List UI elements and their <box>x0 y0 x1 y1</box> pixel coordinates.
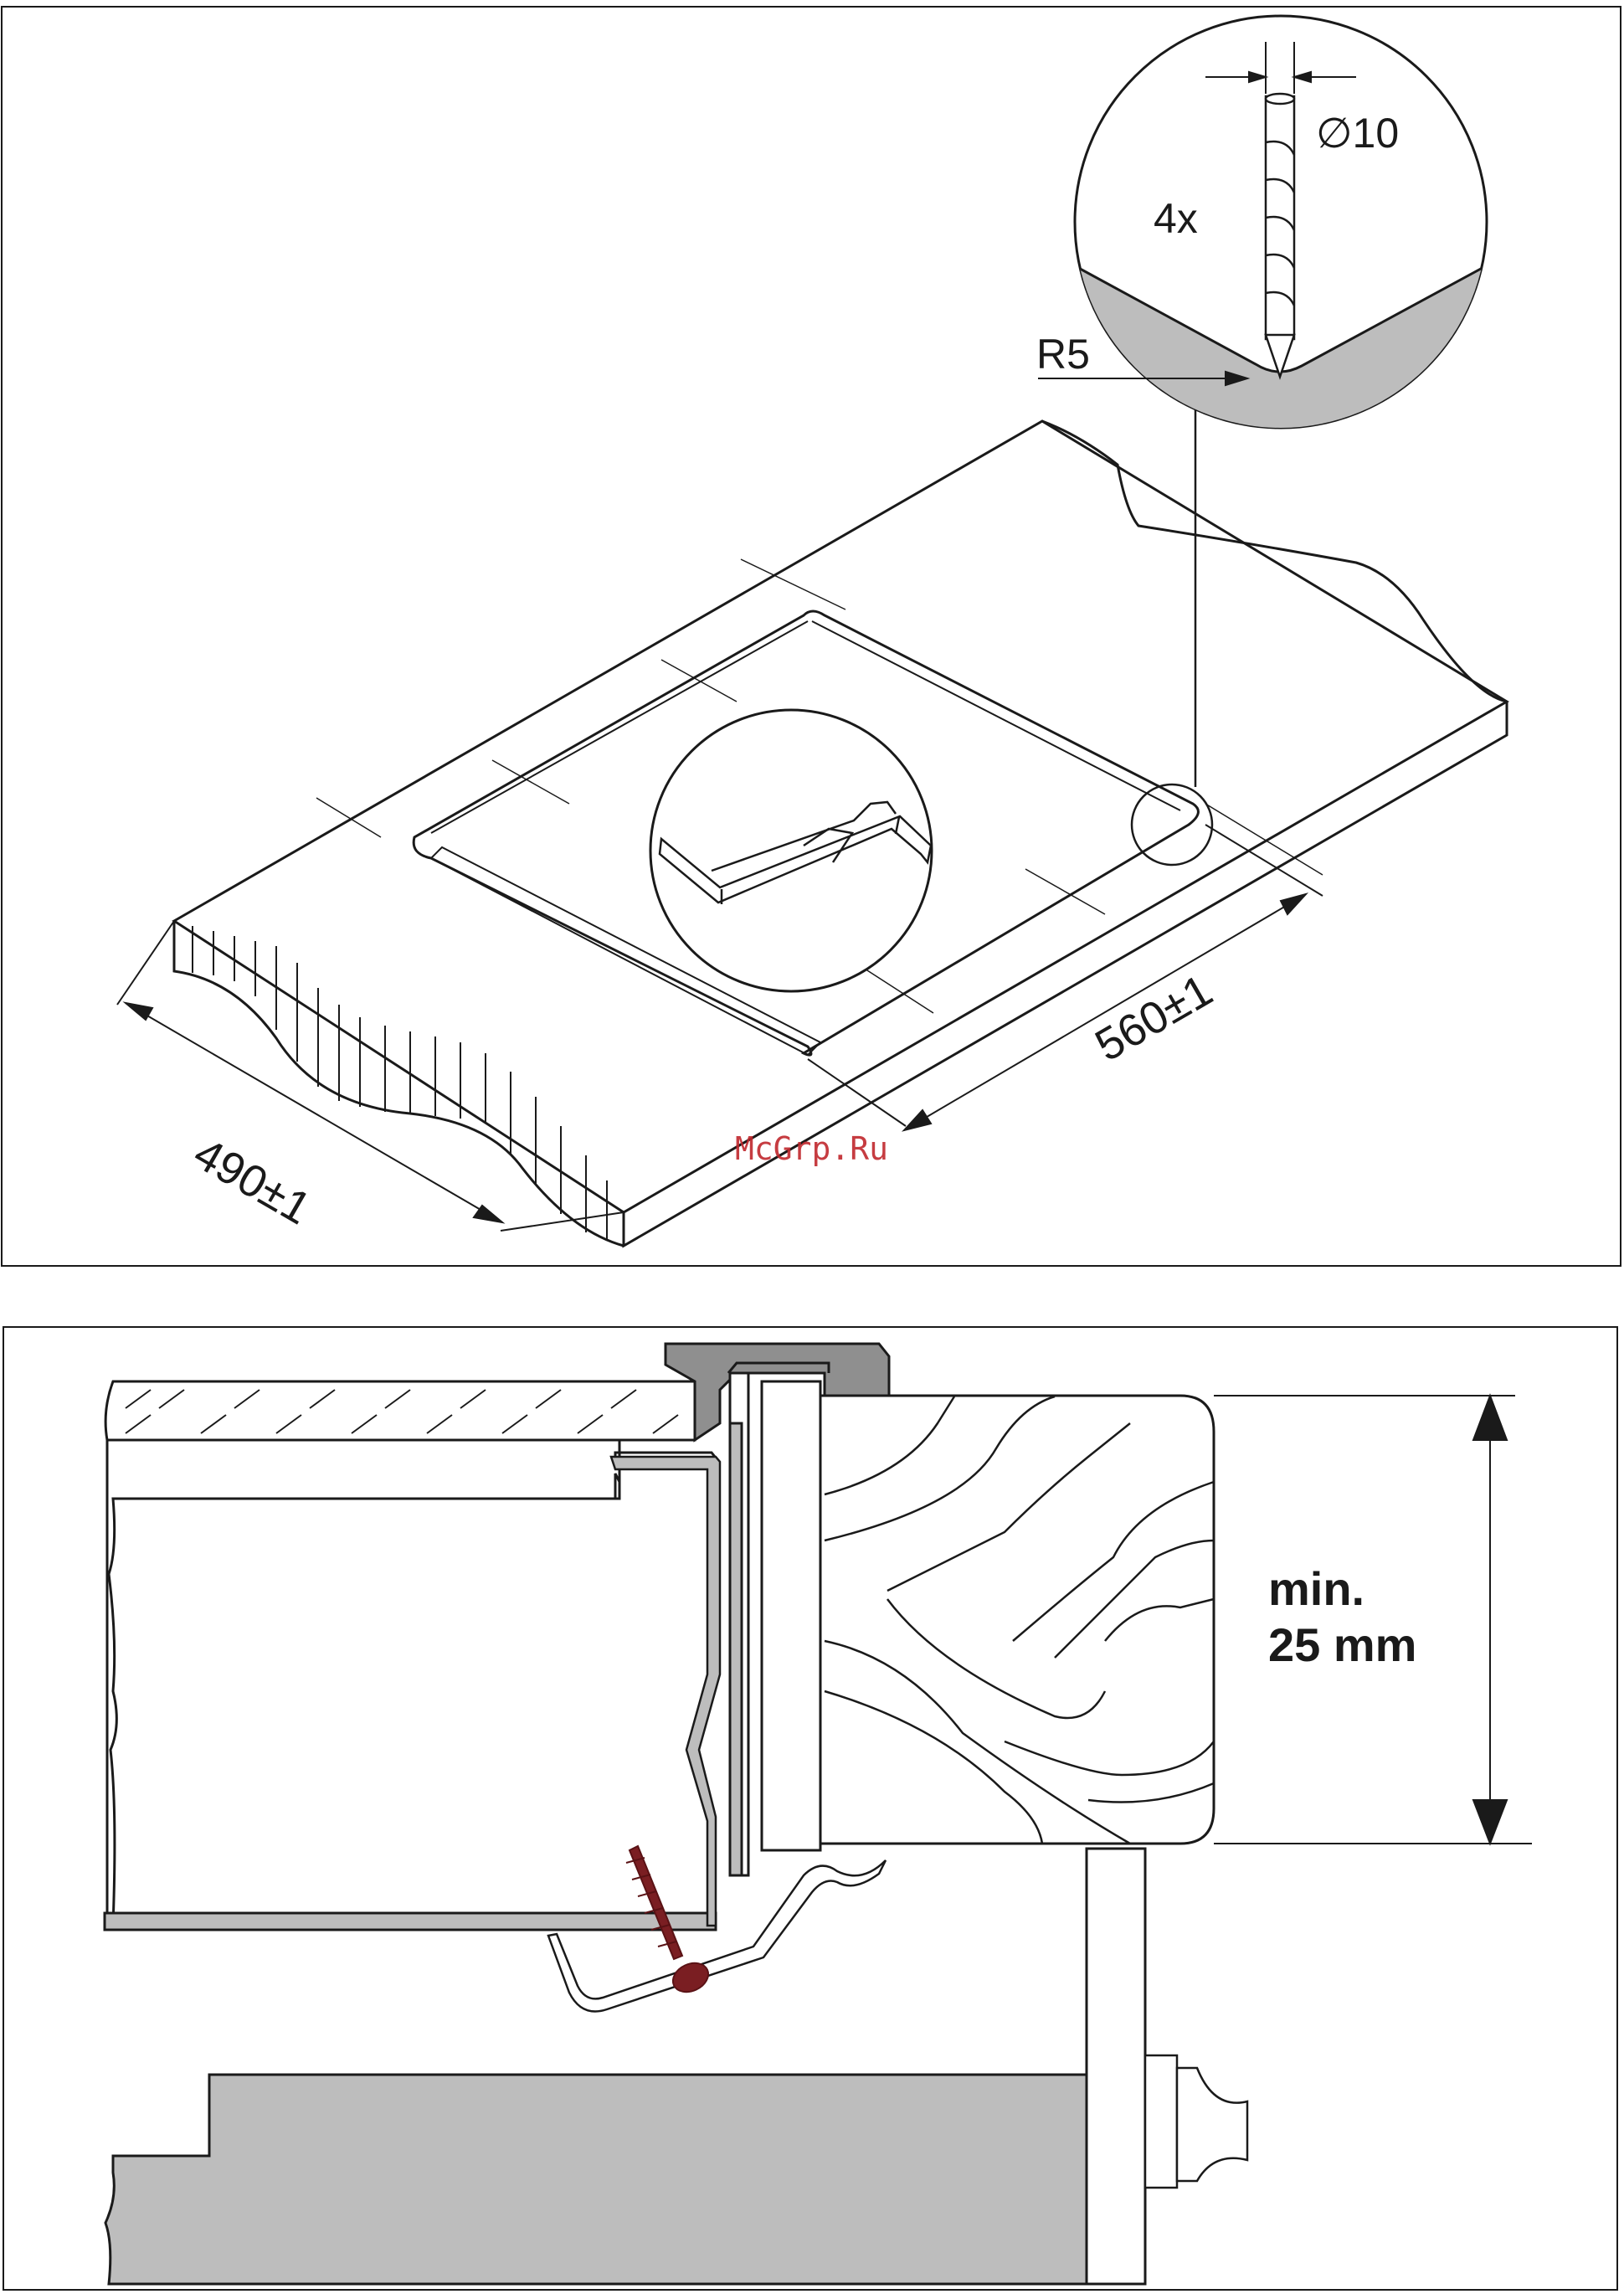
wood-block <box>820 1396 1214 1844</box>
drill-bit-icon <box>1266 94 1294 377</box>
glass-top <box>105 1381 695 1440</box>
min-label: min. <box>1268 1561 1416 1617</box>
radius-label: R5 <box>1036 333 1090 375</box>
drill-detail <box>1038 16 1490 435</box>
mounting-section-diagram: min. 25 mm <box>0 1314 1624 2294</box>
countertop-drawing <box>0 0 1624 1273</box>
countertop-cutout-diagram: 490±1 560±1 R5 4x ∅10 McGrp.Ru <box>0 0 1624 1273</box>
hob-liner <box>611 1457 720 1926</box>
drill-diameter-label: ∅10 <box>1316 112 1399 154</box>
section-drawing <box>0 1314 1624 2294</box>
side-panel <box>730 1373 820 1875</box>
count-label: 4x <box>1154 198 1198 239</box>
mounting-bracket <box>548 1860 886 2012</box>
knob-icon <box>1145 2055 1247 2188</box>
clip-detail <box>650 710 932 991</box>
watermark: McGrp.Ru <box>735 1130 888 1167</box>
min-thickness-label: min. 25 mm <box>1268 1561 1416 1673</box>
thickness-label: 25 mm <box>1268 1617 1416 1673</box>
hob-body <box>105 1440 718 1930</box>
